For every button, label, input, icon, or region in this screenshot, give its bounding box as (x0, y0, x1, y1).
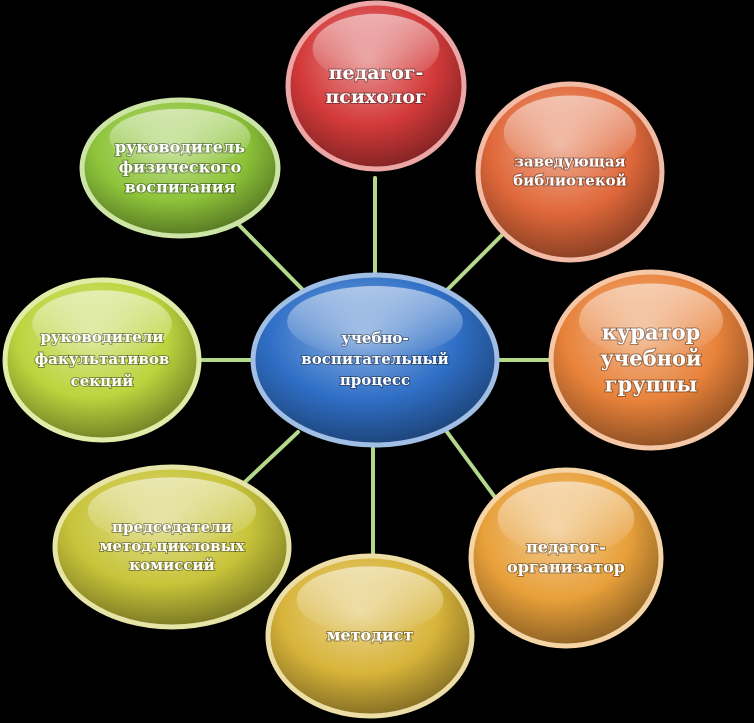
node-rukovoditel-fizvospitaniya-label-line: физического (119, 158, 242, 177)
node-rukovoditeli-fakultativov-gloss (32, 290, 172, 358)
node-rukovoditel-fizvospitaniya-gloss (109, 108, 251, 166)
node-metodist-gloss (296, 566, 444, 634)
center-node-process-label-line: воспитательный (301, 350, 448, 368)
node-rukovoditel-fizvospitaniya-label-line: руководитель (115, 138, 245, 157)
node-zaveduyushchaya-bibliotekoy-label-line: заведующая (514, 153, 625, 171)
connector-predsedateli-komissiy (243, 430, 300, 484)
node-kurator-uchebnoy-gruppy-gloss (579, 283, 723, 358)
node-zaveduyushchaya-bibliotekoy-gloss (503, 95, 637, 170)
node-kurator-uchebnoy-gruppy-label-line: учебной (600, 346, 701, 371)
center-node-process-label-line: учебно- (341, 329, 408, 347)
node-predsedateli-komissiy-label-line: метод.цикловых (99, 537, 245, 555)
node-rukovoditel-fizvospitaniya-label-line: воспитания (125, 178, 236, 197)
connector-rukovoditel-fizvospitaniya (236, 222, 305, 292)
node-pedagog-psiholog-label-line: психолог (325, 86, 426, 108)
node-metodist: методист (265, 553, 475, 719)
node-pedagog-organizator-label-line: организатор (507, 558, 625, 577)
node-kurator-uchebnoy-gruppy-label-line: группы (605, 372, 698, 397)
node-pedagog-organizator: педагог-организатор (468, 467, 664, 649)
center-node-process-label-line: процесс (340, 371, 410, 389)
node-rukovoditeli-fakultativov-label-line: руководители (40, 328, 163, 346)
connector-pedagog-organizator (445, 430, 499, 502)
node-metodist-label-line: методист (327, 626, 414, 645)
node-rukovoditeli-fakultativov: руководители факультативов секций (2, 277, 202, 443)
center-node-process-gloss (287, 286, 463, 358)
node-predsedateli-komissiy-label-line: председатели (112, 518, 232, 536)
center-node-process: учебно-воспитательный процесс (250, 272, 500, 448)
node-predsedateli-komissiy-gloss (87, 477, 257, 545)
node-predsedateli-komissiy-label-line: комиссий (129, 556, 215, 574)
node-pedagog-organizator-gloss (497, 481, 635, 556)
node-pedagog-psiholog-label-line: педагог- (329, 62, 424, 84)
node-pedagog-organizator-label-line: педагог- (526, 538, 606, 557)
node-pedagog-psiholog-gloss (312, 13, 440, 84)
center-node: учебно-воспитательный процесс (250, 272, 500, 448)
connectors (197, 176, 552, 557)
connector-zaveduyushchaya-bibliotekoy (445, 232, 505, 292)
node-rukovoditeli-fakultativov-label-line: факультативов (35, 350, 170, 368)
node-zaveduyushchaya-bibliotekoy-label-line: библиотекой (513, 172, 627, 190)
node-rukovoditeli-fakultativov-label-line: секций (71, 372, 134, 390)
node-kurator-uchebnoy-gruppy-label-line: куратор (602, 320, 701, 345)
node-pedagog-psiholog: педагог-психолог (285, 0, 467, 172)
